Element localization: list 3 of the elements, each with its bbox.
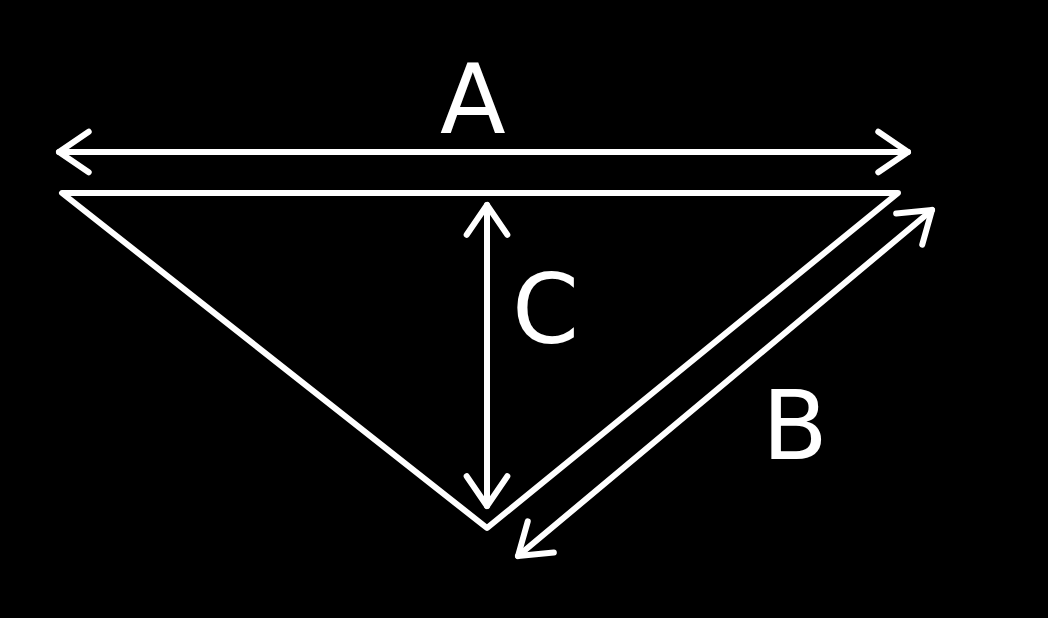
dimension-label: B: [762, 378, 828, 474]
dimension-label: C: [512, 262, 580, 358]
dimension-label: A: [440, 52, 506, 148]
